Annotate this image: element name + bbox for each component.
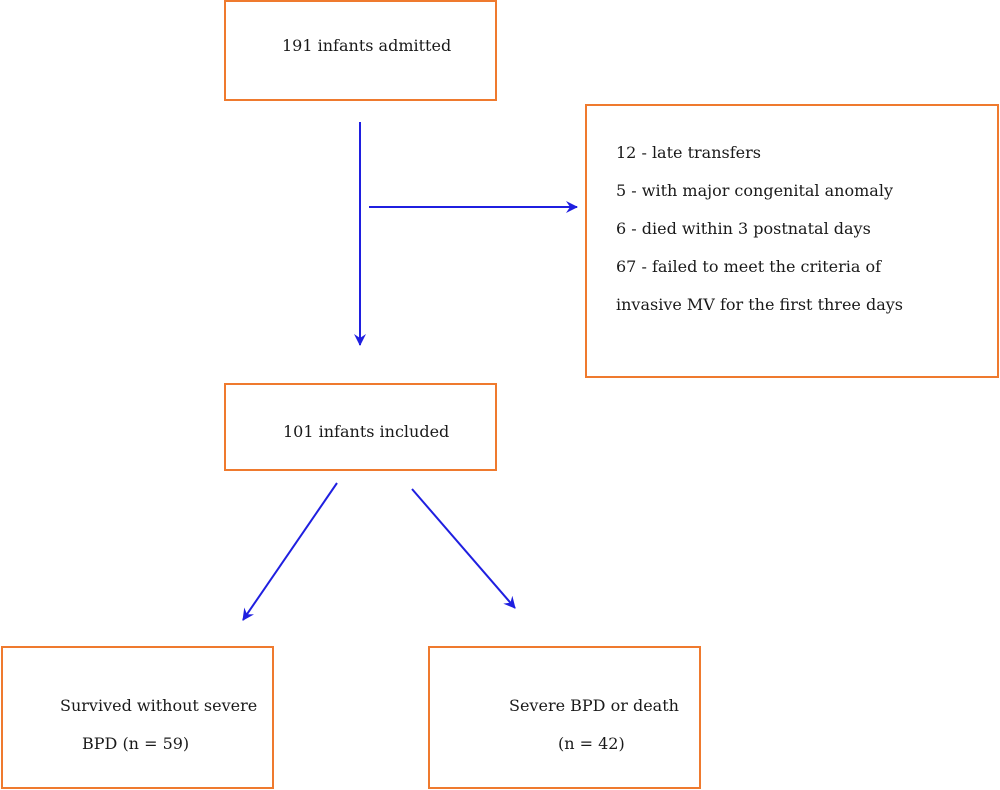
excluded-item-failed-criteria: 67 - failed to meet the criteria of: [616, 257, 882, 276]
survived-box: Survived without severe BPD (n = 59): [1, 646, 274, 789]
survived-label-line2: BPD (n = 59): [82, 734, 190, 753]
survived-label-line1: Survived without severe: [60, 696, 258, 715]
arrow-included-to-severe: [411, 488, 516, 609]
severe-label-line1: Severe BPD or death: [509, 696, 679, 715]
included-label: 101 infants included: [283, 422, 450, 441]
excluded-box: 12 - late transfers 5 - with major conge…: [585, 104, 999, 378]
admitted-label: 191 infants admitted: [282, 36, 452, 55]
arrow-included-to-survived: [242, 482, 338, 621]
severe-box: Severe BPD or death (n = 42): [428, 646, 701, 789]
excluded-item-congenital-anomaly: 5 - with major congenital anomaly: [616, 181, 893, 200]
excluded-item-failed-criteria-cont: invasive MV for the first three days: [616, 295, 904, 314]
included-box: 101 infants included: [224, 383, 497, 471]
excluded-item-late-transfers: 12 - late transfers: [616, 143, 761, 162]
excluded-item-died: 6 - died within 3 postnatal days: [616, 219, 871, 238]
severe-label-line2: (n = 42): [558, 734, 625, 753]
admitted-box: 191 infants admitted: [224, 0, 497, 101]
